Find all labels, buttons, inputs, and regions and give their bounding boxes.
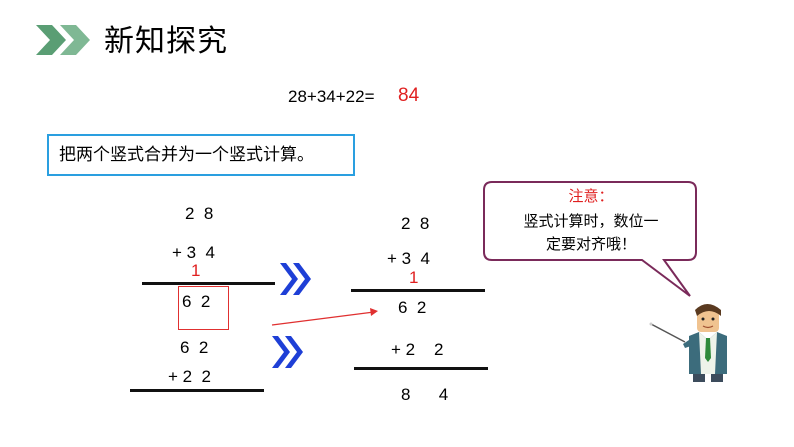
instruction-box: 把两个竖式合并为一个竖式计算。 <box>47 134 355 176</box>
right-rule-1 <box>351 289 485 292</box>
equation: 28+34+22= <box>288 87 375 106</box>
speech-bubble <box>483 181 697 297</box>
left-carry: 1 <box>191 261 201 280</box>
right-row-2: + 3 4 <box>387 249 431 268</box>
bubble-line-2: 定要对齐哦！ <box>545 235 636 253</box>
right-result-2: 8 4 <box>401 385 449 404</box>
left-row-2: + 3 4 <box>172 243 216 262</box>
double-chevron-icon <box>36 25 90 55</box>
left-result-1: 6 2 <box>182 292 211 311</box>
right-result-1: 6 2 <box>398 298 427 317</box>
right-row-1: 2 8 <box>401 214 430 233</box>
page-title: 新知探究 <box>104 25 228 58</box>
left-row-3: 6 2 <box>180 338 209 357</box>
teacher-illustration <box>649 304 727 382</box>
bubble-line-1: 竖式计算时，数位一 <box>523 212 659 230</box>
left-rule-1 <box>142 282 275 285</box>
double-arrow-icon <box>280 263 311 295</box>
double-arrow-icon <box>272 336 303 368</box>
left-rule-2 <box>130 389 264 392</box>
bubble-title: 注意： <box>568 187 614 205</box>
highlight-box <box>178 286 229 330</box>
right-row-3: + 2 2 <box>391 340 444 359</box>
connector-arrow <box>271 308 378 326</box>
left-row-1: 2 8 <box>185 204 214 223</box>
equation-answer: 84 <box>398 85 420 106</box>
right-carry: 1 <box>409 268 419 287</box>
left-row-4: + 2 2 <box>168 367 212 386</box>
right-rule-2 <box>354 367 488 370</box>
